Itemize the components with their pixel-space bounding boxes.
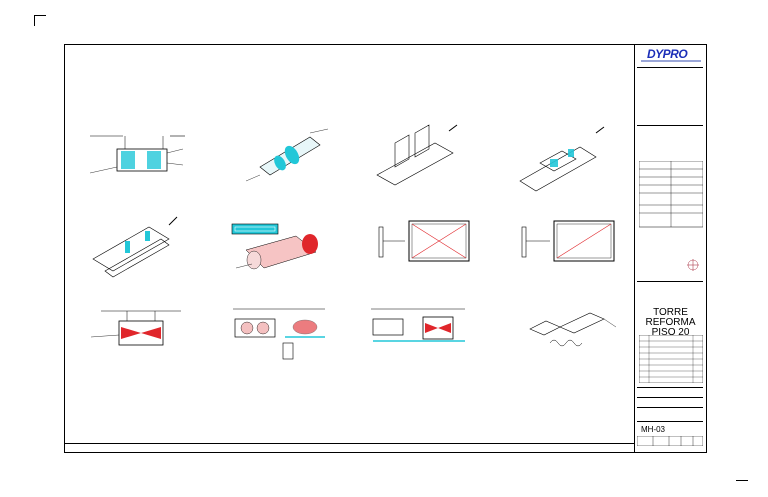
title-block-divider — [637, 407, 703, 408]
title-block-divider — [637, 387, 703, 388]
project-line-1: TORRE REFORMA — [645, 307, 696, 328]
detail-panel-wall-1 — [377, 213, 477, 273]
title-block-divider — [637, 125, 703, 126]
detail-damper-section — [83, 307, 193, 357]
company-logo: DYPRO — [647, 47, 688, 61]
detail-pipe-label — [230, 220, 330, 280]
project-line-2: PISO 20 — [651, 327, 690, 338]
drawing-area — [65, 45, 635, 452]
title-block-divider — [637, 421, 703, 422]
detail-damper-access — [365, 303, 475, 359]
north-arrow-icon — [687, 259, 699, 271]
logo-underline — [641, 60, 701, 62]
detail-duct-grid — [83, 213, 193, 283]
title-block-divider — [637, 67, 703, 68]
project-name: TORRE REFORMA PISO 20 — [635, 308, 706, 338]
drawing-bottom-band — [65, 443, 635, 452]
detail-duct-section — [85, 133, 195, 183]
detail-duct-branch — [365, 123, 465, 193]
title-block-divider — [637, 281, 703, 282]
sheet-info-row — [637, 436, 703, 446]
crop-mark-bottom-right — [736, 480, 748, 481]
revision-table — [639, 161, 703, 228]
crop-mark-top-left — [34, 15, 46, 26]
detail-duct-tee — [510, 125, 610, 195]
detail-hanger-pipes — [225, 303, 335, 365]
drawing-sheet: DYPRO TORRE REFORMA PISO 20 — [64, 44, 707, 453]
sheet-number: MH-03 — [641, 425, 666, 434]
detail-panel-wall-2 — [520, 213, 620, 273]
detail-fan-coil — [520, 307, 620, 363]
title-block-divider — [637, 397, 703, 398]
detail-duct-collar — [240, 125, 340, 189]
title-block: DYPRO TORRE REFORMA PISO 20 — [635, 45, 706, 452]
notes-table — [639, 335, 703, 383]
